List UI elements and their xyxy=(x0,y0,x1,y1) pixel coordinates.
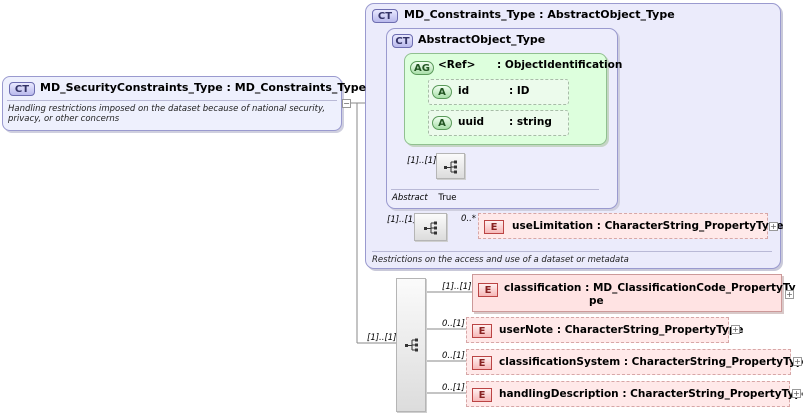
handling-description-element[interactable]: E handlingDescription : CharacterString_… xyxy=(466,381,803,407)
type-name: MD_SecurityConstraints_Type xyxy=(40,81,223,94)
attribute-separator: : xyxy=(509,85,514,97)
attribute-group-separator: : xyxy=(497,59,502,71)
element-type: CharacterString_PropertyType xyxy=(564,324,744,336)
attribute-type: ID xyxy=(516,85,530,97)
element-separator: : xyxy=(622,388,627,400)
attribute-badge: A xyxy=(432,116,452,130)
element-badge: E xyxy=(478,283,498,297)
attribute-group-name: <Ref> xyxy=(438,59,476,71)
type-base: AbstractObject_Type xyxy=(547,8,675,21)
element-type: CharacterString_PropertyType xyxy=(604,220,784,232)
element-type: CharacterString_PropertyType xyxy=(631,356,803,368)
element-type: CharacterString_PropertyType xyxy=(630,388,803,400)
classification-system-label: classificationSystem : CharacterString_P… xyxy=(499,356,803,368)
constraints-type-title: MD_Constraints_Type : AbstractObject_Typ… xyxy=(404,8,675,21)
element-badge: E xyxy=(472,388,492,402)
element-separator: : xyxy=(556,324,562,336)
plus-icon[interactable]: + xyxy=(792,389,801,398)
classification-system-element[interactable]: E classificationSystem : CharacterString… xyxy=(466,349,803,375)
sequence-icon xyxy=(424,221,437,235)
element-name: handlingDescription xyxy=(499,388,619,400)
abstract-sequence-cardinality: [1]..[1] xyxy=(407,156,437,166)
handling-description-label: handlingDescription : CharacterString_Pr… xyxy=(499,388,803,400)
plus-icon[interactable]: + xyxy=(731,325,740,334)
element-type: MD_ClassificationCode_PropertyTy xyxy=(592,282,796,294)
abstract-value: True xyxy=(438,193,457,203)
use-limitation-sequence[interactable] xyxy=(414,213,447,241)
attribute-badge: A xyxy=(432,85,452,99)
constraints-divider xyxy=(372,251,772,252)
element-name: userNote xyxy=(499,324,554,336)
complex-type-badge: CT xyxy=(392,34,413,48)
complex-type-badge: CT xyxy=(372,9,398,23)
use-limitation-element[interactable]: E useLimitation : CharacterString_Proper… xyxy=(478,213,783,239)
attribute-type: string xyxy=(516,116,552,128)
classification-cardinality: [1]..[1] xyxy=(442,282,472,292)
attribute-id-box: A id : ID xyxy=(428,79,569,105)
attribute-id-type: : ID xyxy=(509,85,529,97)
abstract-divider xyxy=(391,189,599,190)
abstract-sequence[interactable] xyxy=(436,153,465,179)
sequence-icon xyxy=(405,338,418,352)
classification-element[interactable]: E classification : MD_ClassificationCode… xyxy=(472,274,796,312)
security-sequence-cardinality: [1]..[1] xyxy=(367,333,397,343)
type-separator: : xyxy=(539,8,544,21)
security-constraints-title: MD_SecurityConstraints_Type : MD_Constra… xyxy=(40,81,366,94)
use-limitation-sequence-cardinality: [1]..[1] xyxy=(387,215,417,225)
element-badge: E xyxy=(472,324,492,338)
element-badge: E xyxy=(472,356,492,370)
attribute-group-type: ObjectIdentification xyxy=(504,59,623,71)
element-name: classificationSystem xyxy=(499,356,621,368)
security-sequence[interactable] xyxy=(396,278,426,412)
user-note-element[interactable]: E userNote : CharacterString_PropertyTyp… xyxy=(466,317,744,343)
minus-icon[interactable]: − xyxy=(342,99,351,108)
user-note-label: userNote : CharacterString_PropertyType xyxy=(499,324,744,336)
use-limitation-cardinality: 0..* xyxy=(461,214,477,224)
element-separator: : xyxy=(596,220,601,232)
use-limitation-label: useLimitation : CharacterString_Property… xyxy=(512,220,783,232)
element-name: useLimitation xyxy=(512,220,594,232)
element-badge: E xyxy=(484,220,504,234)
abstract-object-title: AbstractObject_Type xyxy=(418,33,546,46)
classification-label: classification : MD_ClassificationCode_P… xyxy=(504,282,796,294)
plus-icon[interactable]: + xyxy=(793,357,802,366)
attribute-uuid-name: uuid xyxy=(458,116,485,128)
type-name: MD_Constraints_Type xyxy=(404,8,536,21)
type-separator: : xyxy=(226,81,231,94)
attribute-group-badge: AG xyxy=(410,61,434,75)
attribute-group-title: <Ref> : ObjectIdentification xyxy=(438,59,622,71)
plus-icon[interactable]: + xyxy=(785,290,794,299)
plus-icon[interactable]: + xyxy=(769,222,778,231)
security-constraints-type-box: CT MD_SecurityConstraints_Type : MD_Cons… xyxy=(2,76,366,131)
sequence-icon xyxy=(444,160,457,174)
element-name: classification xyxy=(504,282,582,294)
element-separator: : xyxy=(623,356,629,368)
attribute-id-name: id xyxy=(458,85,470,97)
constraints-description: Restrictions on the access and use of a … xyxy=(372,255,629,265)
abstract-label: Abstract xyxy=(392,193,428,203)
complex-type-badge: CT xyxy=(9,82,35,96)
type-base: MD_Constraints_Type xyxy=(234,81,367,94)
attribute-separator: : xyxy=(509,116,514,128)
main-divider xyxy=(7,100,337,101)
attribute-uuid-box: A uuid : string xyxy=(428,110,569,136)
user-note-cardinality: 0..[1] xyxy=(442,319,465,329)
classification-system-cardinality: 0..[1] xyxy=(442,351,465,361)
abstract-flag: Abstract True xyxy=(392,193,456,203)
element-separator: : xyxy=(585,282,590,294)
handling-description-cardinality: 0..[1] xyxy=(442,383,465,393)
security-constraints-description: Handling restrictions imposed on the dat… xyxy=(8,104,326,124)
classification-type-wrap: pe xyxy=(589,295,604,307)
attribute-uuid-type: : string xyxy=(509,116,552,128)
